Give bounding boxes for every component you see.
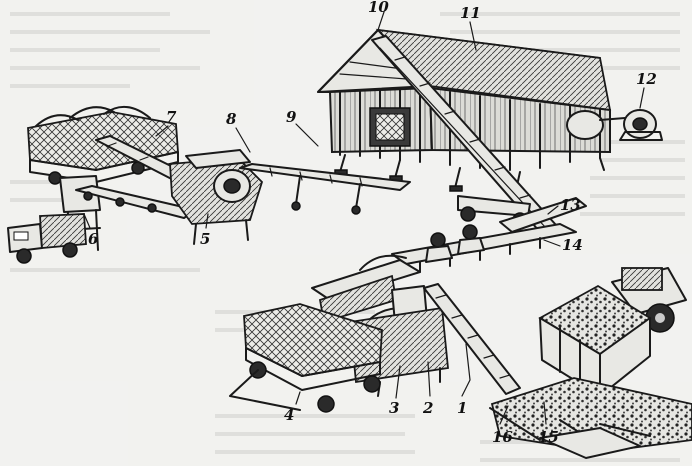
discharge-cart [457,195,587,233]
label-12: 12 [636,70,657,88]
label-8: 8 [226,110,237,128]
transfer-conveyor [239,163,411,215]
small-truck [7,213,87,264]
leader-lines [83,11,645,425]
label-14: 14 [562,236,583,254]
part-labels: 1 2 3 4 5 6 7 8 9 10 11 12 13 14 15 16 [88,0,657,446]
label-10: 10 [368,0,389,16]
label-1: 1 [457,399,467,417]
electric-drive [599,109,663,141]
tipping-trailer [538,284,652,397]
label-16: 16 [492,428,513,446]
sorting-feed-conveyor [423,283,521,395]
gravel-pile [489,377,692,459]
label-7: 7 [166,108,177,126]
label-9: 9 [286,108,297,126]
label-11: 11 [460,4,481,22]
label-6: 6 [88,230,99,248]
label-4: 4 [284,406,294,424]
cleaning-machine [169,149,264,245]
label-13: 13 [560,196,581,214]
lower-trailer [229,303,383,413]
label-5: 5 [200,230,210,248]
label-15: 15 [538,428,559,446]
label-3: 3 [389,399,399,417]
label-2: 2 [422,399,433,417]
